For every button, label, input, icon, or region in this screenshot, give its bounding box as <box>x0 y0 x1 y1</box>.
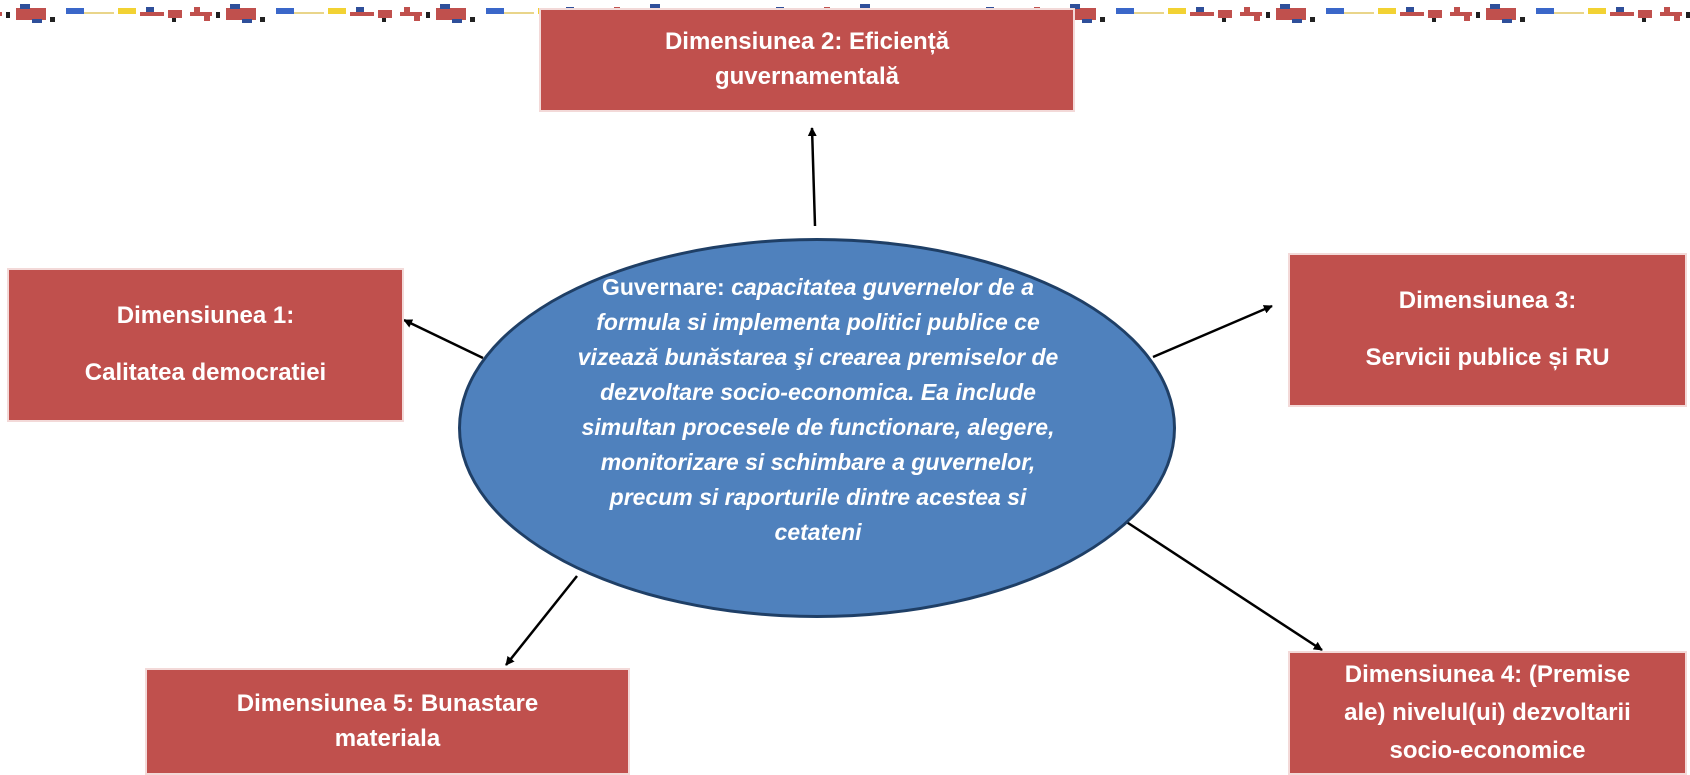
arrow-to-dimension-3 <box>1152 304 1273 359</box>
governance-label: Guvernare: <box>601 274 732 300</box>
arrow-to-dimension-5 <box>505 575 578 666</box>
dimension-1-box: Dimensiunea 1: Calitatea democratiei <box>7 268 404 422</box>
dimension-5-subtitle: materiala <box>334 724 441 752</box>
dimension-4-subtitle-2: socio-economice <box>1389 737 1586 764</box>
arrow-to-dimension-2 <box>807 127 817 227</box>
arrow-to-dimension-4 <box>1124 519 1323 652</box>
dimension-1-subtitle: Calitatea democratiei <box>84 359 327 386</box>
dimension-3-box: Dimensiunea 3: Servicii publice și RU <box>1288 253 1687 407</box>
border-motif <box>1450 4 1652 23</box>
dimension-4-title: Dimensiunea 4: (Premise <box>1344 661 1631 688</box>
border-motif <box>1660 7 1690 21</box>
governance-ellipse <box>458 238 1176 618</box>
dimension-5-box: Dimensiunea 5: Bunastare materiala <box>145 668 630 775</box>
border-motif <box>190 4 392 23</box>
dimension-5-title: Dimensiunea 5: Bunastare <box>236 689 539 717</box>
dimension-3-subtitle: Servicii publice și RU <box>1365 344 1610 371</box>
dimension-2-box: Dimensiunea 2: Eficiență guvernamentală <box>539 8 1075 112</box>
arrow-to-dimension-1 <box>403 318 484 360</box>
governance-definition-text: capacitatea guvernelor de a formula si i… <box>577 274 1059 545</box>
dimension-4-box: Dimensiunea 4: (Premise ale) nivelul(ui)… <box>1288 651 1687 775</box>
border-motif <box>0 4 182 23</box>
governance-definition: Guvernare: capacitatea guvernelor de a f… <box>568 270 1068 550</box>
border-motif <box>1240 4 1442 23</box>
dimension-2-title: Dimensiunea 2: Eficiență <box>664 28 950 56</box>
dimension-1-title: Dimensiunea 1: <box>116 302 295 330</box>
dimension-4-subtitle: ale) nivelul(ui) dezvoltarii <box>1344 699 1631 726</box>
dimension-2-subtitle: guvernamentală <box>714 63 900 90</box>
dimension-3-title: Dimensiunea 3: <box>1398 287 1577 315</box>
